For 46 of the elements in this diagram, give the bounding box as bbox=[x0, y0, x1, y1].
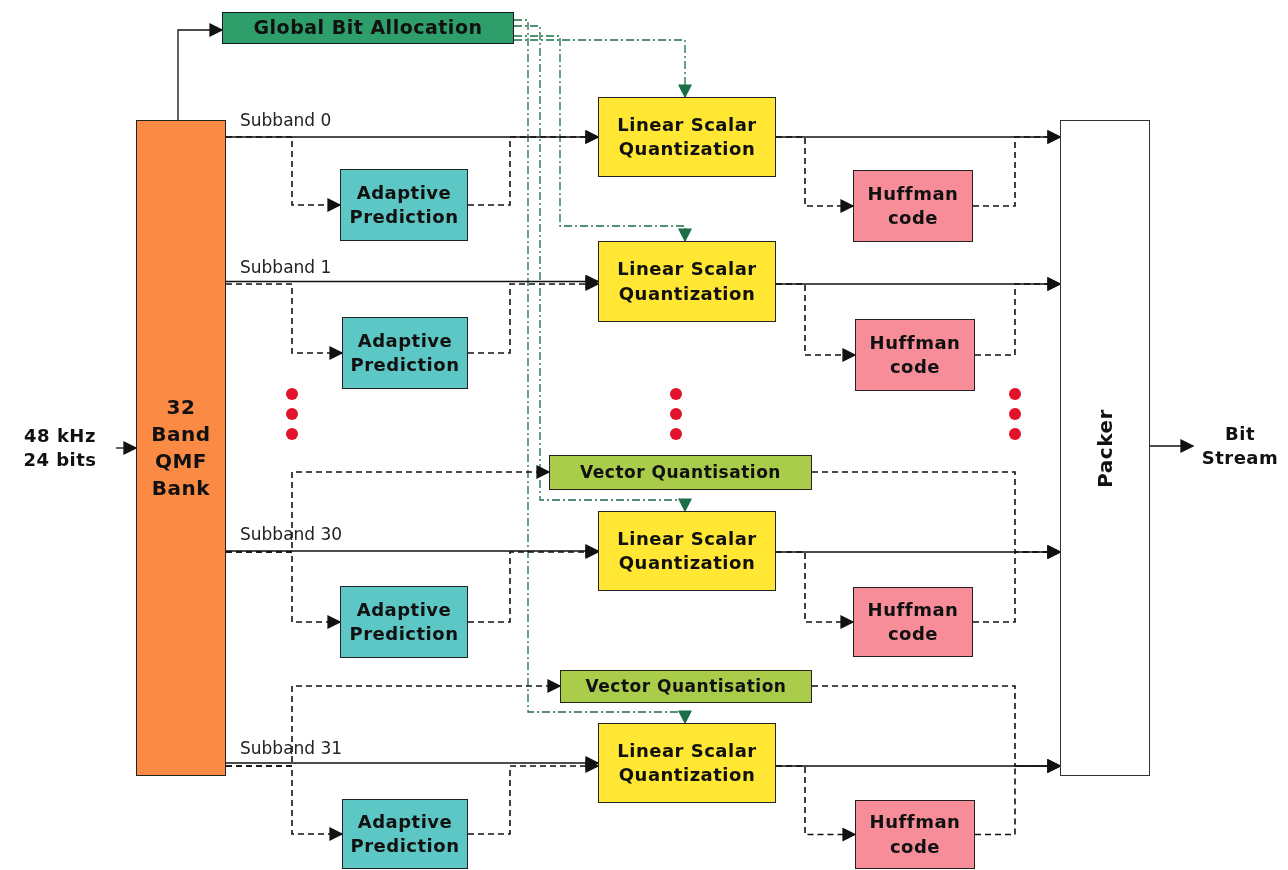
prediction-box: Adaptive Prediction bbox=[342, 799, 468, 869]
process-box: Global Bit Allocation bbox=[222, 12, 514, 44]
prediction-box: Adaptive Prediction bbox=[340, 586, 468, 658]
arrow bbox=[513, 35, 692, 243]
arrow bbox=[467, 759, 600, 835]
quantizer-box: Vector Quantisation bbox=[560, 670, 812, 703]
packer-box: Packer bbox=[1060, 120, 1150, 776]
coder-box: Huffman code bbox=[853, 170, 973, 242]
arrow bbox=[467, 277, 600, 354]
quantizer-box: Vector Quantisation bbox=[549, 455, 812, 490]
filter-bank-box: 32 Band QMF Bank bbox=[136, 120, 226, 776]
prediction-box: Adaptive Prediction bbox=[342, 317, 468, 389]
quantizer-box: Linear Scalar Quantization bbox=[598, 511, 776, 591]
edge-label: Subband 0 bbox=[240, 110, 332, 130]
edge-label: Subband 1 bbox=[240, 257, 332, 277]
arrow bbox=[467, 130, 600, 206]
coder-box: Huffman code bbox=[855, 800, 975, 869]
prediction-box: Adaptive Prediction bbox=[340, 169, 468, 241]
coder-box: Huffman code bbox=[855, 319, 975, 391]
arrow bbox=[974, 277, 1062, 356]
arrow bbox=[972, 545, 1062, 623]
arrow bbox=[225, 551, 342, 629]
arrow bbox=[513, 39, 692, 99]
arrow bbox=[775, 551, 855, 629]
signal-text: 48 kHz 24 bits bbox=[4, 420, 116, 476]
arrow bbox=[775, 765, 857, 842]
arrow bbox=[775, 136, 855, 213]
edge-label: Subband 30 bbox=[240, 524, 343, 544]
edge-label: Subband 31 bbox=[240, 738, 343, 758]
quantizer-box: Linear Scalar Quantization bbox=[598, 241, 776, 322]
arrow bbox=[1149, 439, 1195, 453]
arrow bbox=[467, 545, 600, 623]
coder-box: Huffman code bbox=[853, 587, 973, 657]
arrow bbox=[225, 765, 344, 841]
arrow bbox=[513, 19, 692, 725]
arrow bbox=[974, 759, 1062, 836]
arrow bbox=[225, 283, 344, 360]
quantizer-box: Linear Scalar Quantization bbox=[598, 97, 776, 177]
arrow bbox=[225, 136, 342, 212]
arrow bbox=[177, 23, 224, 121]
arrow bbox=[775, 283, 857, 362]
signal-text: Bit Stream bbox=[1193, 414, 1287, 478]
arrow bbox=[115, 441, 138, 455]
arrow bbox=[972, 130, 1062, 207]
arrow bbox=[513, 25, 692, 513]
quantizer-box: Linear Scalar Quantization bbox=[598, 723, 776, 803]
